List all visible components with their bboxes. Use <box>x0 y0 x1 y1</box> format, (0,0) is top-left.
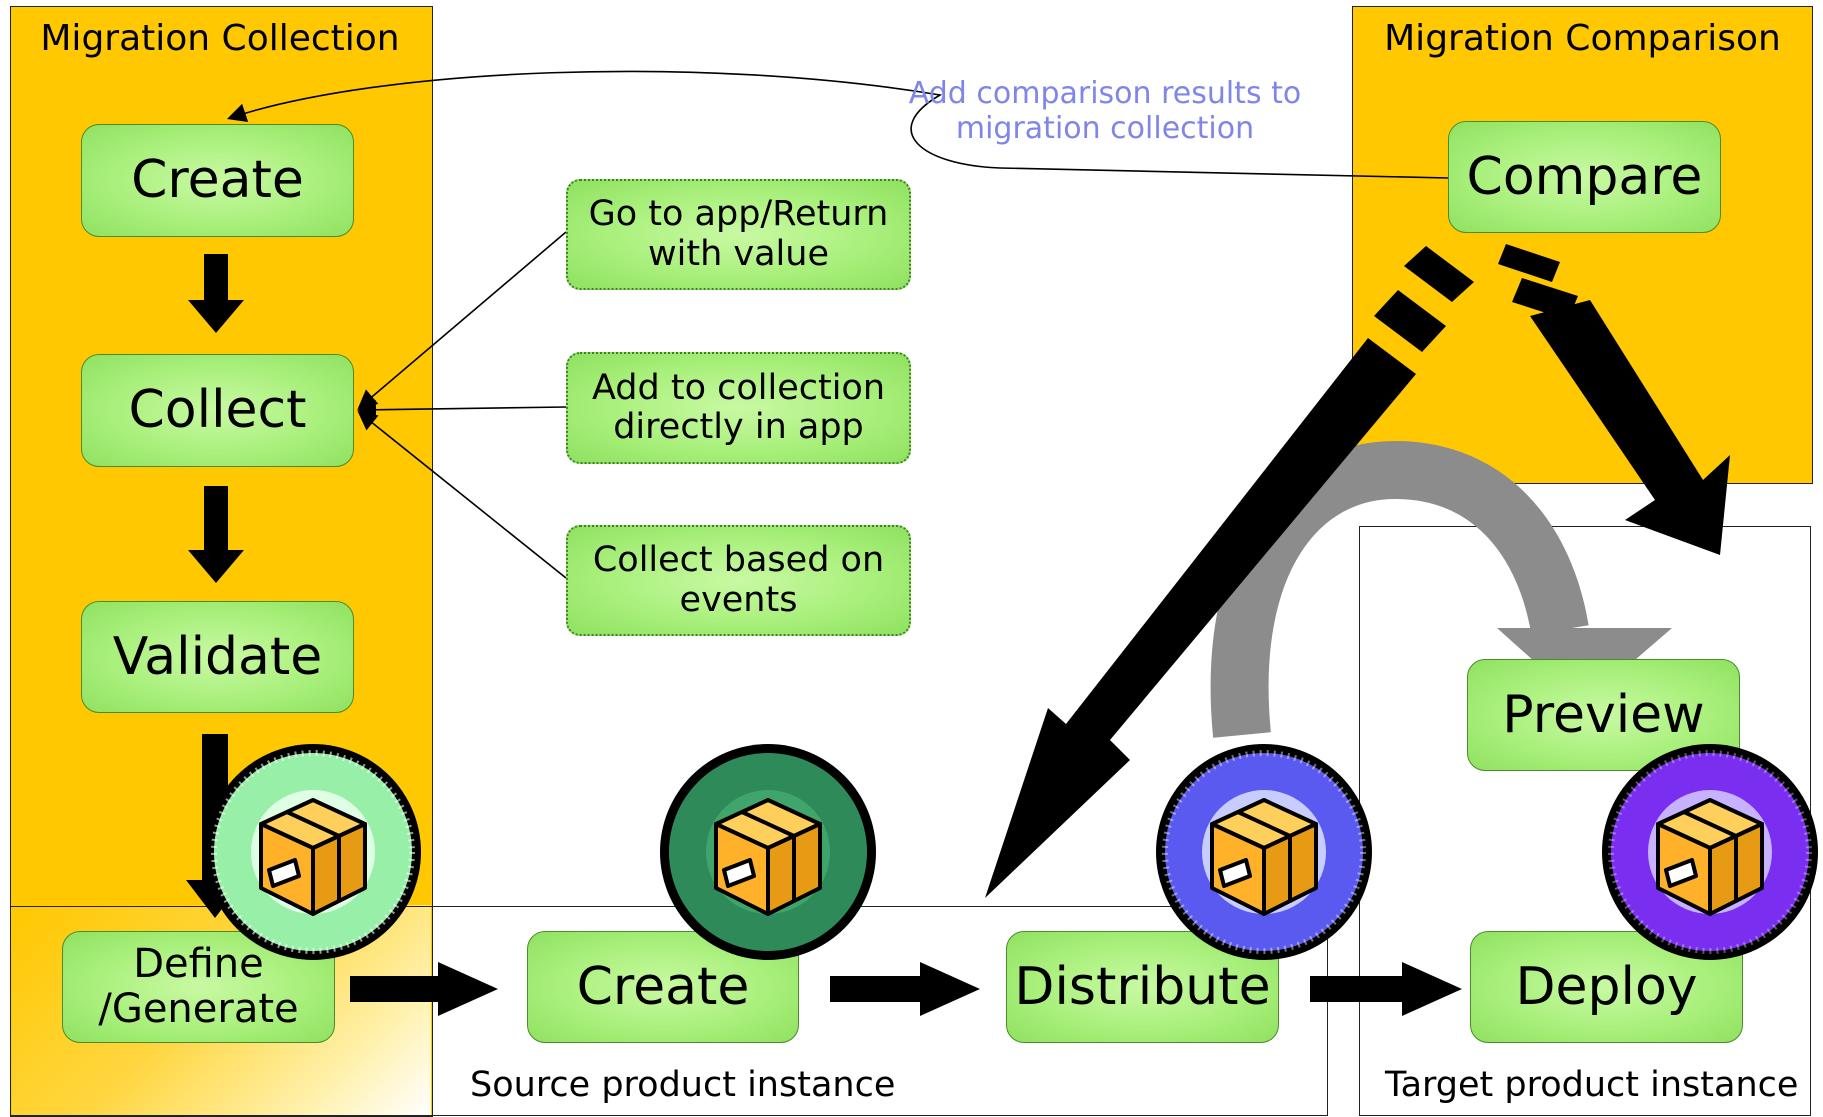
comparison-to-create-line <box>226 70 1449 179</box>
comparison-panel-title: Migration Comparison <box>1384 18 1781 59</box>
goto-app-connector <box>357 231 567 410</box>
compare-to-target-arrow <box>1498 244 1730 555</box>
compare-to-distribute-arrow <box>985 246 1474 898</box>
collection-panel-title: Migration Collection <box>40 18 400 59</box>
source-instance-label: Source product instance <box>470 1065 896 1105</box>
collection-validate-step[interactable]: Validate <box>81 601 354 713</box>
collection-create-step[interactable]: Create <box>81 124 354 237</box>
gray-loop-arrow <box>1210 440 1589 738</box>
collect-events-method[interactable]: Collect based on events <box>566 525 911 636</box>
create-to-collect-arrow <box>188 254 244 333</box>
compare-step[interactable]: Compare <box>1448 121 1721 233</box>
collect-to-validate-arrow <box>188 486 244 583</box>
source-instance-panel <box>10 906 1328 1116</box>
add-direct-method[interactable]: Add to collection directly in app <box>566 352 911 464</box>
add-direct-connector <box>356 400 567 420</box>
distribute-to-deploy-arrow <box>1310 962 1462 1016</box>
comparison-results-note: Add comparison results to migration coll… <box>908 76 1302 147</box>
events-connector <box>357 410 567 579</box>
package-badge-purple <box>1602 744 1818 960</box>
define-to-create-arrow <box>350 962 498 1016</box>
package-badge-light-green <box>205 744 421 960</box>
package-icon <box>1656 798 1764 916</box>
package-icon <box>259 798 367 916</box>
package-icon <box>714 798 822 916</box>
create-to-distribute-arrow <box>830 962 980 1016</box>
package-icon <box>1210 798 1318 916</box>
migration-comparison-panel <box>1352 6 1813 484</box>
package-badge-blue <box>1156 744 1372 960</box>
target-instance-label: Target product instance <box>1385 1065 1799 1105</box>
goto-app-method[interactable]: Go to app/Return with value <box>566 179 911 290</box>
package-badge-dark-green <box>660 744 876 960</box>
collection-collect-step[interactable]: Collect <box>81 354 354 467</box>
